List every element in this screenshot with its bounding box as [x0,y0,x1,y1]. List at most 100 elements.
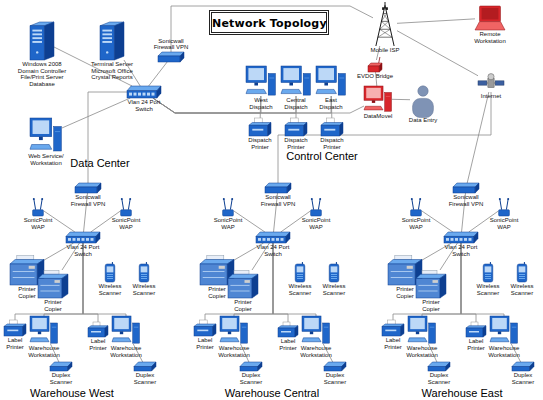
switch-device: Vlan 24 Port Switch [66,232,100,243]
switch-shape [444,232,478,236]
printer-icon [194,320,216,336]
firewall-icon [158,52,184,62]
wap-icon [498,198,510,216]
handheld-device: Wireless Scanner [104,262,116,282]
copier-shape [207,256,224,260]
printer-shape [401,324,404,336]
device-caption: Sonicwall Firewall VPN [68,194,108,207]
wap-icon [222,198,234,216]
workstation-icon [112,316,140,344]
printer-shape [7,330,18,332]
device-label: Warehouse Workstation [294,345,338,358]
firewall-shape [180,52,184,62]
printer-icon [321,118,343,136]
copier-icon [38,270,68,298]
handheld-shape [141,274,147,275]
workstation-shape [30,118,52,137]
wap-shape [318,199,320,210]
device-caption: SonicPoint WAP [108,217,144,230]
printer-shape [324,129,335,131]
person-shape [418,86,428,96]
device-label: Duplex Scanner [503,372,543,385]
handheld-shape [485,274,491,275]
server-icon [100,22,124,60]
evdo-shape [368,66,379,72]
wap-shape [128,199,130,210]
device-label: Wireless Scanner [282,283,318,296]
scanner-shape [512,367,530,372]
device-caption: Warehouse Workstation [294,345,338,358]
device-caption: SonicPoint WAP [20,217,56,230]
printer-shape [382,326,401,336]
device-caption: Printer Copier [12,286,42,299]
laptop-shape [480,6,501,22]
printer-shape [213,324,216,336]
device-caption: Vlan 24 Port Switch [439,244,483,257]
switch-shape [127,91,157,98]
workstation-shape [304,78,309,79]
workstation-shape [254,83,258,86]
workstation-shape [416,331,419,334]
workstation-shape [30,316,49,331]
scanner-icon [134,362,156,371]
device-label: Vlan 24 Port Switch [122,99,166,112]
evdo-icon [368,60,382,72]
handheld-shape [519,274,525,275]
copier-shape [10,264,37,285]
device-caption: Sonicwall Firewall VPN [151,38,191,51]
wap-icon [310,198,322,216]
copier-shape [418,285,437,286]
device-label: Warehouse Workstation [22,345,66,358]
copier-device: Printer Copier [228,270,258,298]
device-caption: Central Dispatch [279,97,313,110]
evdo-device: EVDO Bridge [368,60,382,72]
device-label: SonicPoint WAP [108,217,144,230]
workstation-shape [222,318,237,329]
workstation-device: Warehouse Workstation [112,316,140,344]
printer-icon [466,322,486,337]
switch-shape [143,93,146,96]
copier-shape [29,266,35,269]
switch-shape [446,238,449,241]
handheld-shape [485,276,491,277]
device-caption: Sonicwall Firewall VPN [446,194,486,207]
printer-icon [4,320,26,336]
tower-shape [385,2,386,6]
device-label: Label Printer [273,338,303,351]
device-label: Warehouse Workstation [104,345,148,358]
device-label: Printer Copier [228,299,258,312]
copier-shape [200,264,227,285]
printer-icon [382,320,404,336]
tower-shape [382,7,384,10]
workstation-shape [246,66,266,83]
firewall-shape [158,52,184,56]
device-caption: Vlan 24 Port Switch [61,244,105,257]
printer-shape [268,123,271,137]
device-caption: Dispatch Printer [315,137,349,150]
copier-shape [13,277,35,278]
device-label: Dispatch Printer [243,137,277,150]
handheld-shape [107,274,113,275]
device-label: Wireless Scanner [470,283,506,296]
wap-shape [500,199,502,210]
device-caption: Duplex Scanner [419,372,459,385]
wap-shape [319,198,321,200]
switch-shape [455,238,458,241]
laptop-device: Remote Workstation [475,6,505,30]
workstation-shape [490,338,509,342]
redpc-shape [366,88,381,98]
device-label: Duplex Scanner [231,372,271,385]
copier-shape [203,271,225,272]
printer-device: Label Printer [382,320,404,336]
workstation-device: Warehouse Workstation [30,316,58,344]
handheld-shape [331,276,337,277]
workstation-shape [248,68,264,80]
network-link [467,92,489,183]
workstation-shape [338,74,345,96]
device-label: Remote Workstation [465,31,515,44]
server-shape [44,22,54,60]
firewall-device: Sonicwall Firewall VPN [453,183,479,193]
network-link [153,96,261,113]
device-label: Vlan 24 Port Switch [251,244,295,257]
switch-shape [281,238,284,241]
